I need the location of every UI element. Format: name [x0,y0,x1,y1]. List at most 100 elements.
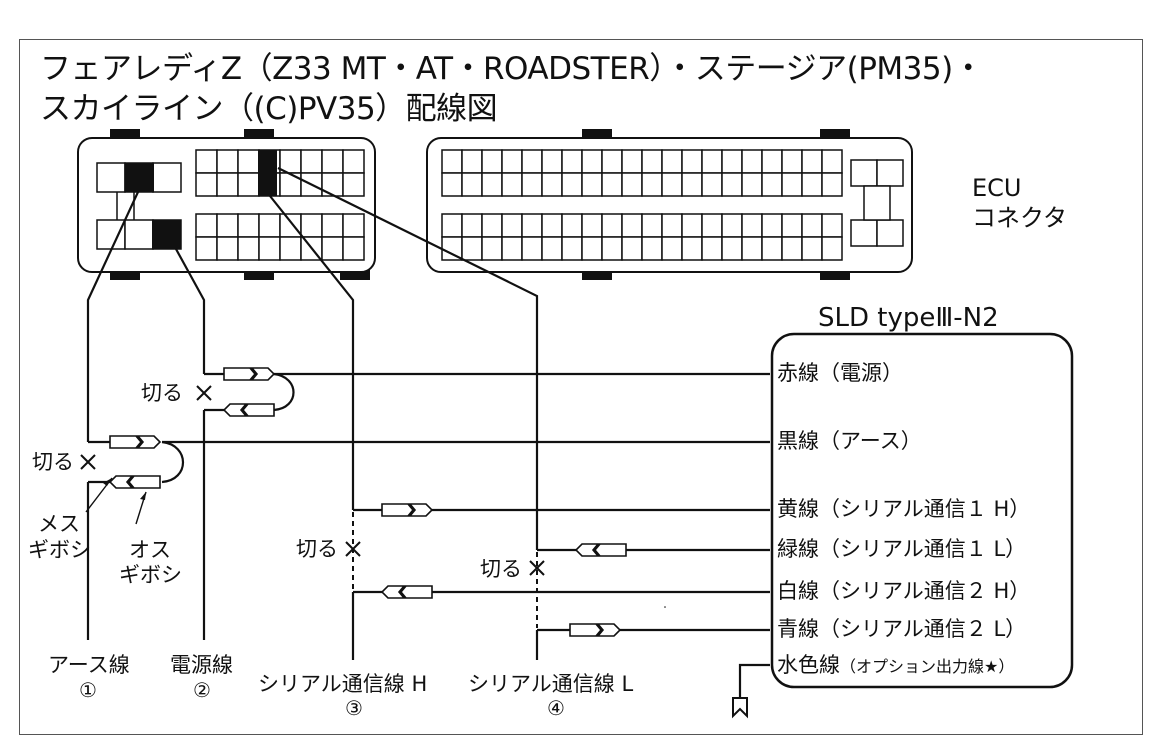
connector-pin [237,213,260,238]
connector-pin [661,213,683,238]
ground-wire-ecu-side [86,191,139,442]
connector-tab [820,270,850,280]
vehicle-wire-label-serial-l: シリアル通信線 L [468,672,634,696]
connector-pin [321,172,344,197]
ecu-connector-left [77,129,376,280]
connector-tab [582,129,612,139]
connector-pin [541,172,563,197]
sld-wire-label-white: 白線（シリアル通信２ H） [777,579,1031,603]
connector-pin [821,213,843,238]
female-bullet-label-line1: メス [38,512,80,536]
connector-pin [701,236,723,261]
connector-pin [461,213,483,238]
power-pin [152,220,181,249]
connector-pin [441,172,463,197]
male-bullet-connector [381,503,434,517]
connector-pin [152,162,182,193]
connector-pin [342,213,365,238]
connector-pin [661,172,683,197]
connector-pin [850,159,878,187]
connector-tab [340,270,370,280]
connector-pin [621,172,643,197]
cut-marks [80,385,545,576]
connector-pin [481,213,503,238]
connector-pin [761,172,783,197]
connector-pin [681,213,703,238]
connector-pin [279,236,302,261]
connector-pin [581,172,603,197]
connector-tab [582,270,612,280]
male-bullet-label-line1: オス [129,538,171,562]
connector-pin [342,172,365,197]
cut-label-serial-h: 切る [296,537,338,561]
connector-pin [761,213,783,238]
pin-block-upper [441,149,843,197]
connector-pin [501,149,523,174]
cut-label-serial-l: 切る [480,557,522,581]
connector-pin [321,213,344,238]
cut-mark-serial-h [345,541,361,557]
connector-pin [681,236,703,261]
connector-pin [581,213,603,238]
cut-segments [352,512,538,628]
connector-pin [461,172,483,197]
connector-pin [721,172,743,197]
pin-block-lower [195,213,365,261]
connector-pin [781,149,803,174]
wires [86,167,770,698]
connector-tab [110,270,140,280]
connector-tab [820,129,850,139]
pin-block-side [850,159,904,247]
cut-label-power: 切る [141,381,183,405]
female-bullet-connector [108,475,161,489]
connector-pin [195,236,218,261]
connector-pin [541,236,563,261]
connector-pin [661,236,683,261]
connector-pin [279,213,302,238]
vehicle-wire-number-3: ③ [345,696,363,720]
connector-pin [195,172,218,197]
connector-pin [195,149,218,174]
connector-pin [561,213,583,238]
connector-pin [821,236,843,261]
connector-pin [216,236,239,261]
power-wire-ecu-side [175,248,206,374]
cut-mark-serial-l [529,560,545,576]
sld-wire-label-lightblue: 水色線（オプション出力線★） [777,655,1014,676]
connector-pin [781,236,803,261]
connector-pin [641,213,663,238]
female-bullet-connector [222,403,275,417]
connector-pin [601,172,623,197]
connector-pin [541,149,563,174]
connector-pin [441,213,463,238]
connector-pin [821,172,843,197]
connector-pin [461,149,483,174]
connector-pin [621,213,643,238]
vehicle-wire-number-2: ② [193,678,211,702]
connector-pin [701,172,723,197]
connector-pin [876,219,904,247]
pin-block-upper [195,149,365,197]
connector-pin [461,236,483,261]
connector-pin [541,213,563,238]
vehicle-wire-label-power: 電源線 [170,653,233,677]
cut-label-ground: 切る [32,450,74,474]
serial-h-wire-ecu-side [269,195,355,510]
connector-pin [601,236,623,261]
connector-tab [244,270,274,280]
sld-wire-label-blue: 青線（シリアル通信２ L） [777,617,1027,641]
connector-pin [781,213,803,238]
connector-pin [801,213,823,238]
connector-pin [621,236,643,261]
connector-pin [721,236,743,261]
ecu-connector-label: コネクタ [972,204,1068,232]
connector-pin [801,149,823,174]
connector-pin [801,236,823,261]
option-wire-note: （オプション出力線★） [840,657,1015,676]
connector-pin [641,149,663,174]
connector-pin [581,149,603,174]
connector-pin [741,172,763,197]
connector-pin [801,172,823,197]
connector-pin [481,236,503,261]
connector-pin [681,172,703,197]
